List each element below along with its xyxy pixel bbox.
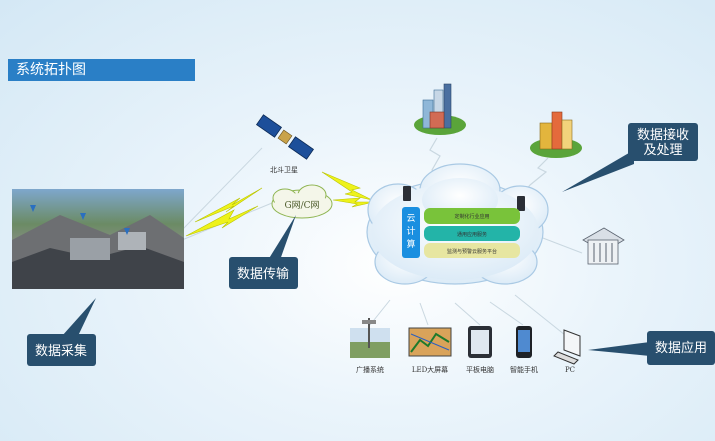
office-buildings-icon — [530, 111, 582, 158]
device-label: 智能手机 — [510, 365, 538, 374]
city-buildings-icon — [414, 83, 466, 135]
cloud-computing-panel — [402, 207, 420, 258]
service-bar-teal — [424, 226, 520, 241]
callout-data-transmission: 数据传输 — [229, 215, 298, 289]
network-label: G网/C网 — [284, 200, 319, 211]
device-label: 广播系统 — [356, 365, 384, 374]
callout-label: 数据采集 — [35, 343, 87, 359]
service-bar-label: 定制化行业应用 — [454, 213, 489, 220]
service-bar-label: 通用应用服务 — [457, 231, 487, 238]
bank-building-icon — [582, 227, 625, 265]
led-screen-icon — [408, 327, 452, 357]
server-icon — [403, 186, 525, 211]
callout-data-collection: 数据采集 — [27, 298, 96, 366]
device-label: 平板电脑 — [466, 365, 494, 374]
callout-label: 数据应用 — [655, 340, 707, 356]
mine-site-photo — [12, 189, 184, 289]
device-label: LED大屏幕 — [412, 365, 448, 374]
cloud-label-char-1: 云 — [406, 214, 415, 224]
service-bar-green — [424, 208, 520, 224]
pc-icon — [553, 329, 581, 365]
device-label: PC — [565, 366, 575, 374]
callout-data-application: 数据应用 — [588, 331, 715, 365]
section-title: 系统拓扑图 — [16, 62, 86, 78]
cloud-label-char-3: 算 — [406, 238, 415, 250]
cloud-label-char-2: 计 — [406, 225, 415, 237]
callout-label: 数据接收 — [637, 127, 689, 143]
tablet-icon — [468, 326, 492, 358]
smartphone-icon — [516, 326, 532, 358]
satellite-label: 北斗卫星 — [270, 166, 298, 174]
section-header: 系统拓扑图 — [8, 59, 195, 81]
callout-label: 数据传输 — [237, 266, 289, 282]
callout-label: 及处理 — [643, 143, 682, 158]
satellite-icon — [255, 114, 315, 160]
network-cloud-icon — [271, 184, 333, 219]
callout-data-processing: 数据接收 及处理 — [562, 123, 698, 192]
service-bar-yellow — [424, 243, 520, 258]
service-bar-label: 监测与预警云服务平台 — [447, 248, 497, 255]
broadcast-system-icon — [350, 318, 390, 358]
service-layer-bars — [424, 208, 520, 258]
